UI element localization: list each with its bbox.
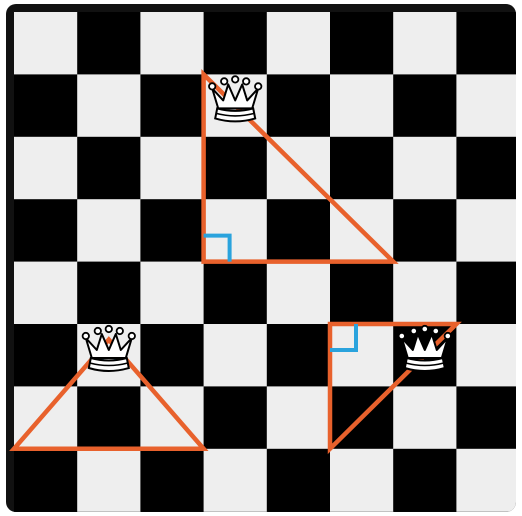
- light-square[interactable]: [393, 262, 457, 325]
- dark-square[interactable]: [330, 137, 394, 200]
- dark-square[interactable]: [330, 262, 394, 325]
- dark-square[interactable]: [77, 262, 141, 325]
- light-square[interactable]: [14, 137, 78, 200]
- dark-square[interactable]: [267, 449, 331, 512]
- dark-square[interactable]: [267, 74, 331, 137]
- dark-square[interactable]: [204, 12, 268, 75]
- light-square[interactable]: [204, 449, 268, 512]
- light-square[interactable]: [140, 12, 204, 75]
- dark-square[interactable]: [204, 262, 268, 325]
- light-square[interactable]: [267, 386, 331, 449]
- dark-square[interactable]: [393, 199, 457, 262]
- light-square[interactable]: [204, 199, 268, 262]
- dark-square[interactable]: [140, 324, 204, 387]
- light-square[interactable]: [77, 74, 141, 137]
- light-square[interactable]: [267, 262, 331, 325]
- light-square[interactable]: [204, 324, 268, 387]
- dark-square[interactable]: [456, 386, 516, 449]
- dark-square[interactable]: [267, 199, 331, 262]
- light-square[interactable]: [14, 262, 78, 325]
- light-square[interactable]: [330, 324, 394, 387]
- light-square[interactable]: [456, 199, 516, 262]
- light-square[interactable]: [267, 12, 331, 75]
- light-square[interactable]: [456, 449, 516, 512]
- light-square[interactable]: [393, 386, 457, 449]
- dark-square[interactable]: [393, 449, 457, 512]
- dark-square[interactable]: [14, 199, 78, 262]
- dark-square[interactable]: [140, 74, 204, 137]
- light-square[interactable]: [140, 262, 204, 325]
- light-square[interactable]: [330, 449, 394, 512]
- dark-square[interactable]: [14, 324, 78, 387]
- dark-square[interactable]: [77, 386, 141, 449]
- dark-square[interactable]: [456, 137, 516, 200]
- light-square[interactable]: [140, 137, 204, 200]
- dark-square[interactable]: [204, 137, 268, 200]
- chess-board: [6, 4, 516, 512]
- light-square[interactable]: [393, 12, 457, 75]
- light-square[interactable]: [77, 199, 141, 262]
- light-square[interactable]: [393, 137, 457, 200]
- light-square[interactable]: [456, 324, 516, 387]
- dark-square[interactable]: [77, 137, 141, 200]
- dark-square[interactable]: [140, 199, 204, 262]
- light-square[interactable]: [456, 74, 516, 137]
- dark-square[interactable]: [330, 12, 394, 75]
- dark-square[interactable]: [456, 262, 516, 325]
- light-square[interactable]: [14, 12, 78, 75]
- dark-square[interactable]: [267, 324, 331, 387]
- dark-square[interactable]: [14, 449, 78, 512]
- dark-square[interactable]: [456, 12, 516, 75]
- dark-square[interactable]: [140, 449, 204, 512]
- dark-square[interactable]: [77, 12, 141, 75]
- board-canvas: [6, 4, 516, 512]
- dark-square[interactable]: [14, 74, 78, 137]
- dark-square[interactable]: [204, 386, 268, 449]
- dark-square[interactable]: [393, 74, 457, 137]
- light-square[interactable]: [77, 449, 141, 512]
- light-square[interactable]: [330, 74, 394, 137]
